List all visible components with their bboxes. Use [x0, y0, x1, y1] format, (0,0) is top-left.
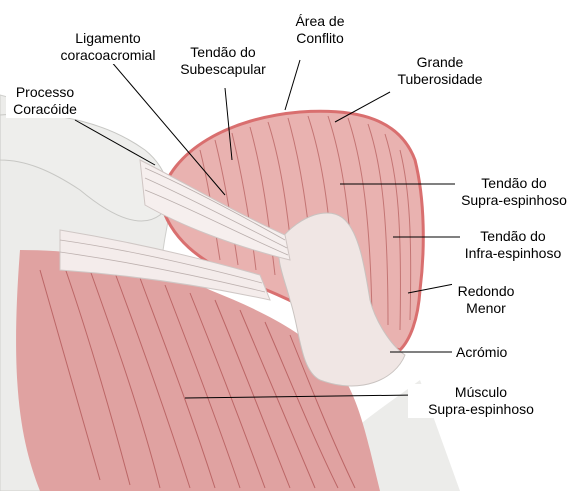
label-redondo-menor: Redondo Menor: [452, 283, 520, 317]
label-area-conflito-text: Área de Conflito: [289, 13, 351, 47]
label-tendao-infra: Tendão do Infra-espinhoso: [460, 228, 566, 262]
label-redondo-menor-text: Redondo Menor: [452, 283, 520, 317]
label-tendao-subescapular-text: Tendão do Subescapular: [168, 44, 278, 78]
label-musculo-supra: Músculo Supra-espinhoso: [408, 384, 554, 418]
label-tendao-supra-text: Tendão do Supra-espinhoso: [455, 175, 573, 209]
label-processo-coracoide-text: Processo Coracóide: [6, 84, 84, 118]
label-area-conflito: Área de Conflito: [289, 13, 351, 47]
leader-area-conflito: [285, 60, 300, 110]
label-tendao-supra: Tendão do Supra-espinhoso: [455, 175, 573, 209]
label-ligamento-text: Ligamento coracoacromial: [50, 30, 166, 64]
label-tendao-subescapular: Tendão do Subescapular: [168, 44, 278, 78]
label-tendao-infra-text: Tendão do Infra-espinhoso: [460, 228, 566, 262]
label-processo-coracoide: Processo Coracóide: [6, 84, 84, 118]
label-acromio-text: Acrómio: [456, 344, 507, 361]
label-musculo-supra-text: Músculo Supra-espinhoso: [408, 384, 554, 418]
label-grande-tuberosidade-text: Grande Tuberosidade: [388, 54, 492, 88]
label-acromio: Acrómio: [456, 344, 507, 361]
label-ligamento-coracoacromial: Ligamento coracoacromial: [50, 30, 166, 64]
label-grande-tuberosidade: Grande Tuberosidade: [388, 54, 492, 88]
